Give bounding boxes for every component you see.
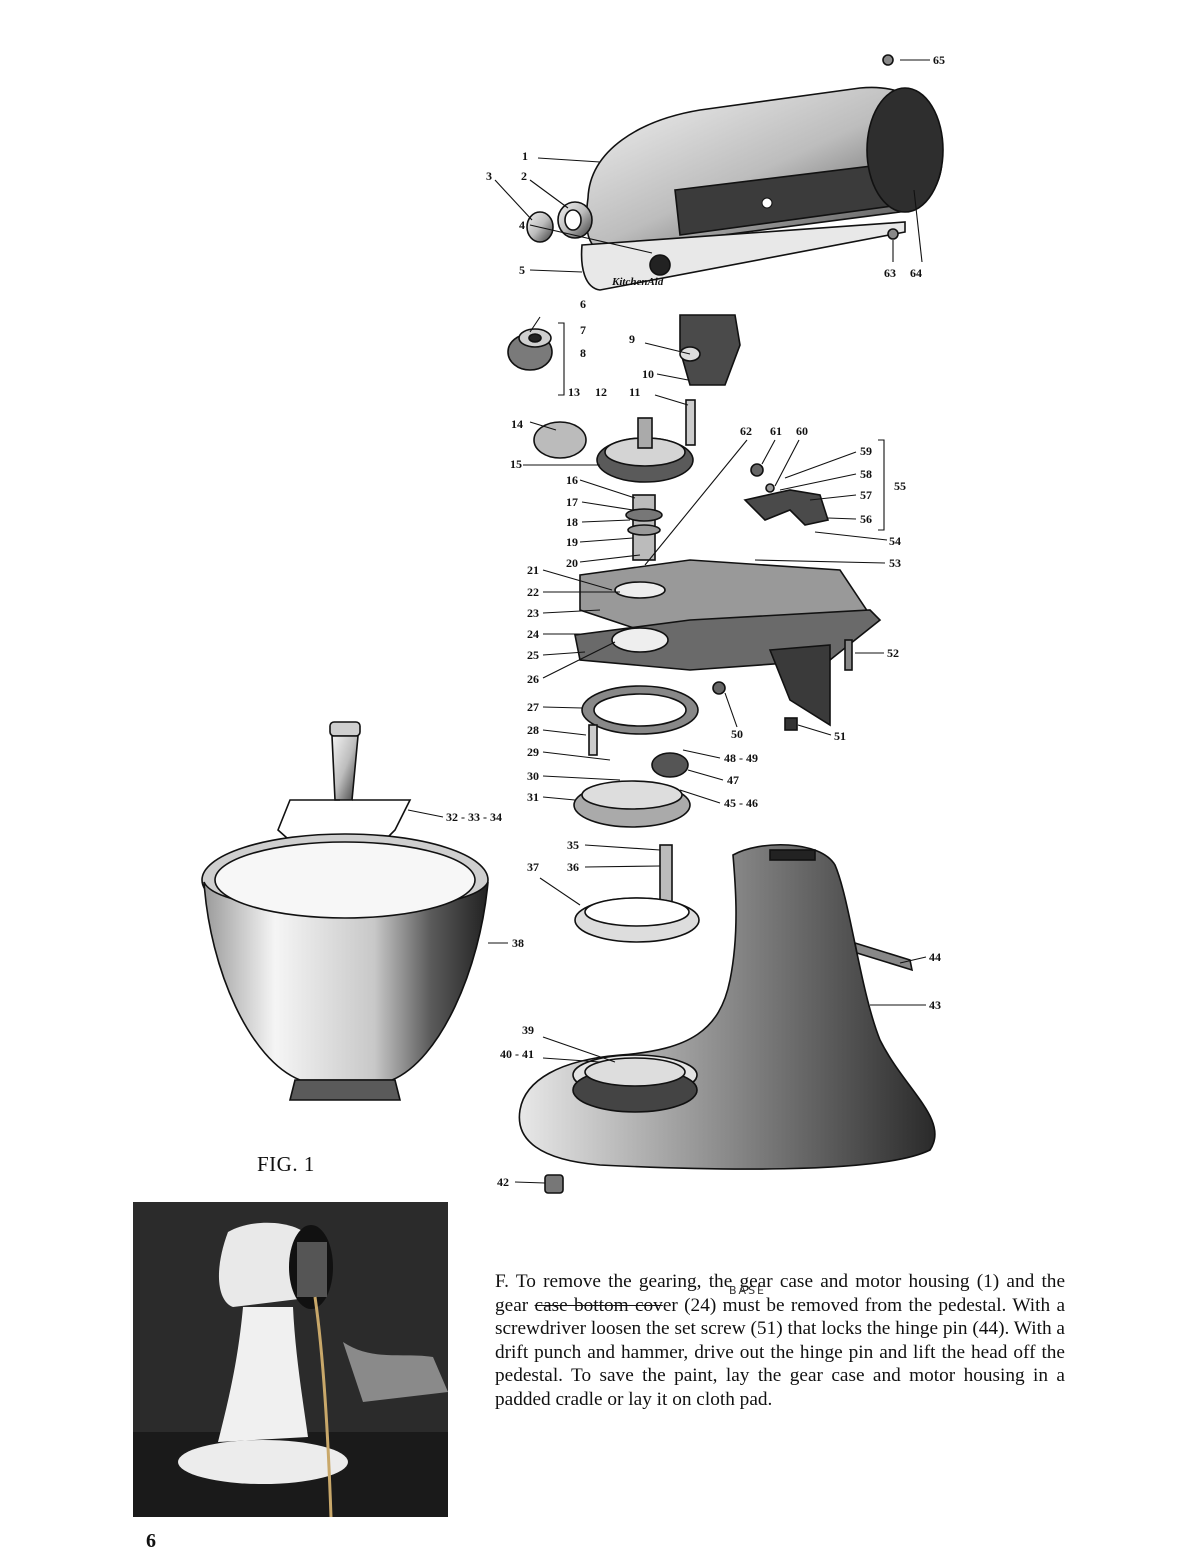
part-label-7: 7 xyxy=(580,323,586,337)
beater-shaft xyxy=(574,844,700,943)
paragraph-text-start: F. To remove the gearing, the gear case … xyxy=(495,1271,1065,1316)
part-label-30: 30 xyxy=(527,769,539,783)
part-label-12: 12 xyxy=(595,385,607,399)
handwritten-note: BASE xyxy=(729,1284,767,1297)
attachment-hub xyxy=(526,201,593,243)
part-label-65: 65 xyxy=(933,53,945,67)
part-label-47: 47 xyxy=(727,773,739,787)
main-gear xyxy=(533,417,694,483)
planetary-assembly xyxy=(573,724,691,828)
part-label-10: 10 xyxy=(642,367,654,381)
part-label-1: 1 xyxy=(522,149,528,163)
part-label-11: 11 xyxy=(629,385,640,399)
part-label-23: 23 xyxy=(527,606,539,620)
part-label-5: 5 xyxy=(519,263,525,277)
part-label-53: 53 xyxy=(889,556,901,570)
part-label-16: 16 xyxy=(566,473,578,487)
part-label-51: 51 xyxy=(834,729,846,743)
part-label-48-49: 48 - 49 xyxy=(724,751,758,765)
part-label-31: 31 xyxy=(527,790,539,804)
part-label-26: 26 xyxy=(527,672,539,686)
part-labels: 1 2 3 4 5 6 7 8 9 10 11 12 13 14 15 16 1… xyxy=(446,53,945,1189)
part-label-15: 15 xyxy=(510,457,522,471)
part-label-40-41: 40 - 41 xyxy=(500,1047,534,1061)
part-label-58: 58 xyxy=(860,467,872,481)
worm-gear-set xyxy=(507,328,553,371)
part-label-27: 27 xyxy=(527,700,539,714)
part-label-60: 60 xyxy=(796,424,808,438)
page-number: 6 xyxy=(146,1530,156,1552)
motor-housing xyxy=(585,86,944,251)
part-label-64: 64 xyxy=(910,266,922,280)
part-label-22: 22 xyxy=(527,585,539,599)
gear-case xyxy=(574,559,882,727)
part-label-63: 63 xyxy=(884,266,896,280)
brand-mark: KitchenAid xyxy=(611,276,664,288)
part-label-38: 38 xyxy=(512,936,524,950)
leader-lines xyxy=(407,59,930,1184)
part-label-50: 50 xyxy=(731,727,743,741)
part-label-14: 14 xyxy=(511,417,523,431)
mixing-bowl xyxy=(201,833,489,1101)
part-label-28: 28 xyxy=(527,723,539,737)
part-label-13: 13 xyxy=(568,385,580,399)
figure-caption: FIG. 1 xyxy=(257,1152,315,1176)
ring-gear xyxy=(581,685,699,735)
part-label-9: 9 xyxy=(629,332,635,346)
part-label-2: 2 xyxy=(521,169,527,183)
part-label-45-46: 45 - 46 xyxy=(724,796,758,810)
part-label-39: 39 xyxy=(522,1023,534,1037)
part-label-3: 3 xyxy=(486,169,492,183)
part-label-19: 19 xyxy=(566,535,578,549)
pedestal xyxy=(518,843,936,1194)
part-label-55: 55 xyxy=(894,479,906,493)
part-label-37: 37 xyxy=(527,860,539,874)
struck-text: case bottom cov xyxy=(534,1294,663,1316)
part-label-8: 8 xyxy=(580,346,586,360)
paragraph-text-end: er (24) must be removed from the pedesta… xyxy=(495,1294,1066,1410)
part-label-52: 52 xyxy=(887,646,899,660)
part-label-42: 42 xyxy=(497,1175,509,1189)
part-label-44: 44 xyxy=(929,950,941,964)
part-label-56: 56 xyxy=(860,512,872,526)
part-label-29: 29 xyxy=(527,745,539,759)
mixer-photo-image xyxy=(133,1202,448,1517)
part-label-24: 24 xyxy=(527,627,539,641)
part-label-36: 36 xyxy=(567,860,579,874)
bracket-assembly xyxy=(679,314,741,446)
part-label-59: 59 xyxy=(860,444,872,458)
trim-band: KitchenAid xyxy=(580,221,906,291)
part-label-17: 17 xyxy=(566,495,578,509)
mixer-photo xyxy=(133,1202,448,1517)
part-label-25: 25 xyxy=(527,648,539,662)
instruction-paragraph: F. To remove the gearing, the gear case … xyxy=(495,1270,1065,1411)
small-parts xyxy=(712,54,899,731)
part-label-4: 4 xyxy=(519,218,525,232)
part-label-18: 18 xyxy=(566,515,578,529)
part-label-32-33-34: 32 - 33 - 34 xyxy=(446,810,502,824)
part-label-62: 62 xyxy=(740,424,752,438)
part-label-43: 43 xyxy=(929,998,941,1012)
part-label-54: 54 xyxy=(889,534,901,548)
shaft-stack xyxy=(625,494,663,561)
part-label-20: 20 xyxy=(566,556,578,570)
part-label-57: 57 xyxy=(860,488,872,502)
part-label-21: 21 xyxy=(527,563,539,577)
part-label-6: 6 xyxy=(580,297,586,311)
part-label-61: 61 xyxy=(770,424,782,438)
part-label-35: 35 xyxy=(567,838,579,852)
